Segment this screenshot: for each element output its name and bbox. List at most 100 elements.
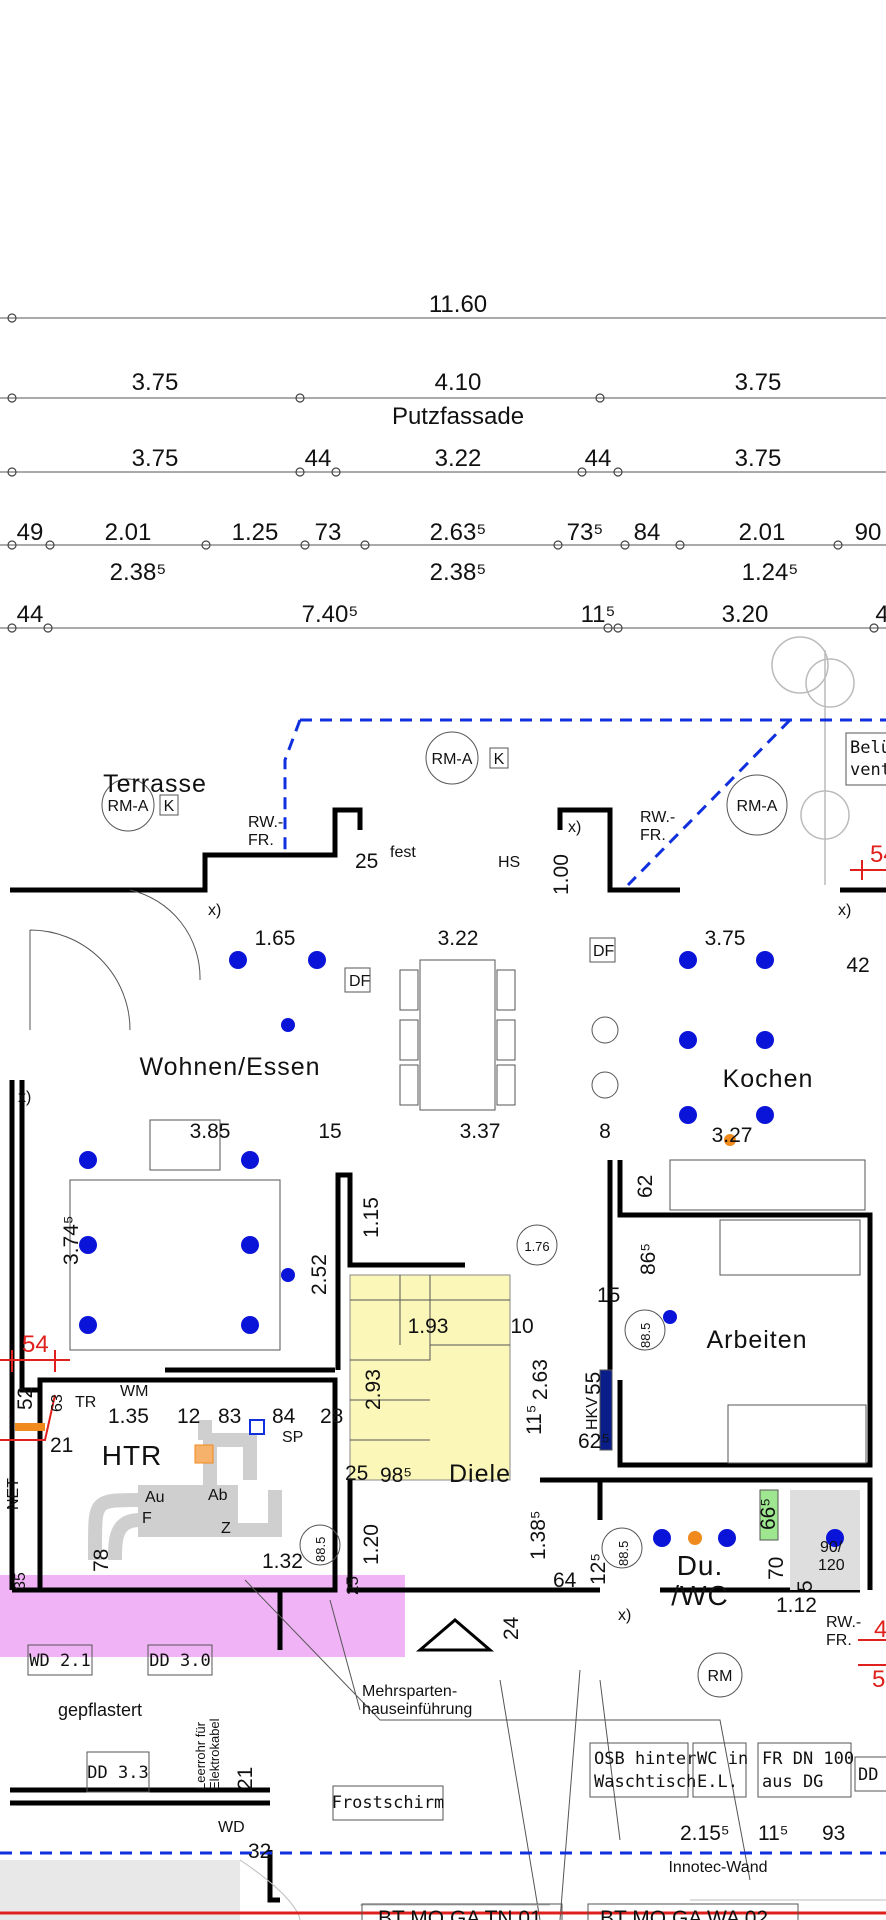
label: 35 [12,1572,29,1590]
dim-row3-d: 44 [585,445,612,472]
dim-row4-g: 84 [634,519,661,546]
label: RW.- [640,809,675,826]
label: 70 [765,1557,788,1580]
room-diele: Diele [449,1460,511,1488]
tag-rm: RM [697,1652,743,1698]
label: 25 [355,850,378,873]
label: HS [498,854,520,871]
dim-row4-i: 90 [855,519,882,546]
label: 11⁵ [758,1822,789,1845]
dim-row4-sub-a: 2.38⁵ [110,559,167,586]
label: 12 [177,1405,200,1428]
tag-text: RM [708,1668,733,1685]
red-label: 4 [874,1616,886,1643]
label: 98⁵ [380,1464,412,1487]
door-swing-circles [299,1224,666,1569]
label-frostschirm: Frostschirm [332,1793,445,1813]
label: 1.15 [360,1197,383,1238]
red-markers [0,860,886,1915]
dim-row4-c: 1.25 [232,519,279,546]
label: x) [208,902,221,919]
label: WD [218,1819,245,1836]
label: DF [349,973,371,990]
label: 3.27 [712,1124,753,1147]
room-wc: /WC [671,1580,728,1611]
label: fest [390,844,416,861]
dim-row3-a: 3.75 [132,445,179,472]
ventilation-unit [88,1419,282,1561]
label: 88.5 [638,1323,653,1348]
label: 11⁵ [523,1404,546,1435]
label: 28 [320,1405,343,1428]
note-fr: FR DN 100 [762,1749,854,1769]
room-du: Du. [677,1550,724,1581]
dim-row2-mid: 4.10 [435,369,482,396]
label: SP [282,1429,303,1446]
label: 1.20 [360,1524,383,1565]
label: 88.5 [313,1537,328,1562]
tag-rm-a-k-2: RM-A K [425,731,509,785]
label: 84 [272,1405,296,1428]
label: 25 [345,1462,368,1485]
label: 32 [248,1840,271,1863]
label: 3.75 [705,927,746,950]
label-wd21: WD 2.1 [29,1651,90,1671]
dim-row2-left: 3.75 [132,369,179,396]
label: 78 [90,1549,113,1572]
annotations: RW.- FR. RW.- FR. RW.- FR. 25 fest HS 1.… [5,732,886,1876]
label-innotec: Innotec-Wand [668,1859,767,1876]
label: 64 [553,1569,577,1592]
boundary-line [283,718,886,887]
note-wc: WC in [697,1749,748,1769]
dim-row4-f: 73⁵ [567,519,604,546]
label: 62 [634,1175,657,1198]
note-bt2: BT MO GA WA 02 [600,1907,768,1920]
tag-text: RM-A [737,798,778,815]
tree-icon [771,636,855,885]
label: 1.38⁵ [527,1510,550,1560]
label: NET [5,1478,22,1510]
label: 42 [846,954,869,977]
notes: OSB hinter Waschtisch WC in E.L. FR DN 1… [361,1742,886,1920]
label: 120 [818,1557,845,1574]
dim-row5-d: 3.20 [722,601,769,628]
label: vent [850,760,886,780]
dim-row4-b: 2.01 [105,519,152,546]
label-elektrokabel: Elektrokabel [207,1718,222,1790]
label: 90/ [820,1539,843,1556]
label: 1.76 [524,1239,549,1254]
label: 15 [597,1284,620,1307]
dim-row3-b: 44 [305,445,332,472]
label: DF [593,943,615,960]
label: TR [75,1394,96,1411]
red-label: 54 [872,1666,886,1693]
walls [9,807,886,1903]
dim-row3-e: 3.75 [735,445,782,472]
furniture [0,889,886,1920]
label: HKV [584,1397,601,1430]
label: 63 [49,1394,66,1412]
label: 1.12 [776,1594,817,1617]
dim-row4-h: 2.01 [739,519,786,546]
dim-row5-b: 7.40⁵ [302,601,359,628]
label: x) [18,1089,31,1106]
dim-row5-e: 4 [875,601,886,628]
note-bt1: BT MO GA TN 01 [378,1907,542,1920]
label: 93 [822,1822,845,1845]
label: 15 [318,1120,341,1143]
red-label: 54 [22,1331,49,1358]
label: Au [145,1489,165,1506]
label: 3.37 [460,1120,501,1143]
label: 2.63 [529,1359,552,1400]
room-gepflastert: gepflastert [58,1700,142,1720]
label: x) [568,819,581,836]
note-osb: Waschtisch [594,1772,696,1792]
label-hauseinfuehrung: hauseinführung [362,1701,472,1718]
label: FR. [640,827,666,844]
label: 88.5 [616,1541,631,1566]
room-terrasse: Terrasse [103,770,207,798]
label: 55 [582,1372,605,1395]
label: 83 [218,1405,241,1428]
label: 2.15⁵ [680,1822,730,1845]
label: 24 [500,1616,523,1640]
